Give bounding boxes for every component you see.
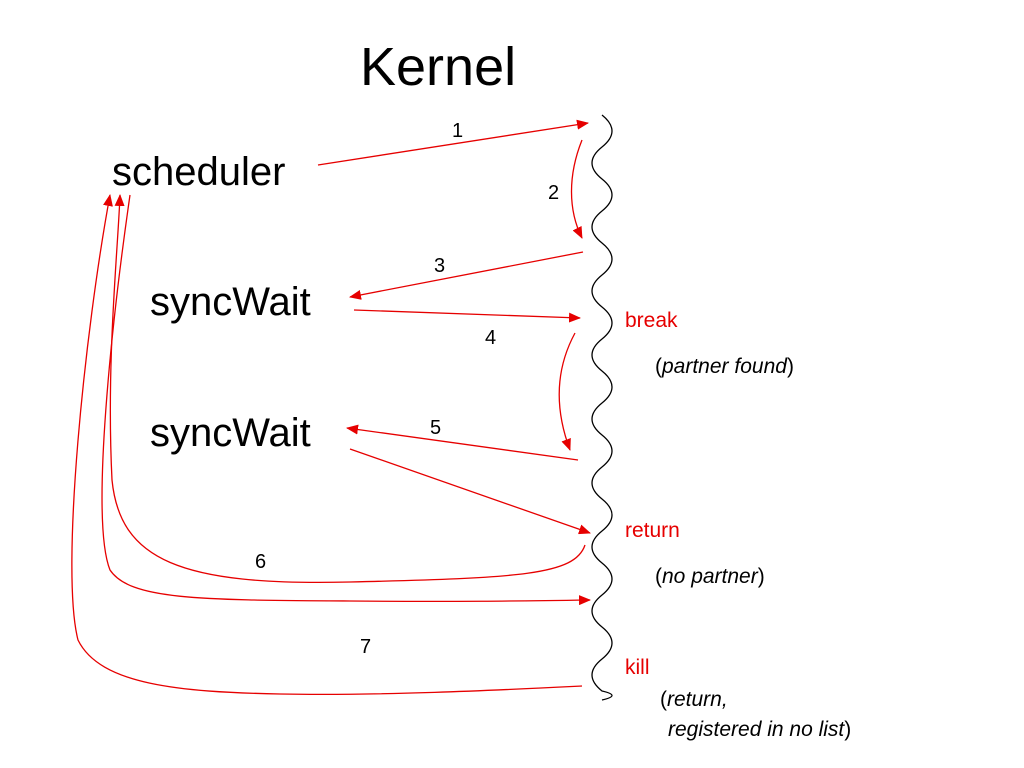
syncwait-label-2: syncWait	[150, 411, 311, 455]
arrow-3-kernel-to-syncwait	[349, 251, 584, 300]
step-label-4: 4	[485, 327, 497, 349]
page-title: Kernel	[360, 37, 517, 97]
outcome-break-note: (partner found)	[655, 355, 794, 378]
outcome-kill-detail-1: return,	[667, 688, 728, 711]
outcome-return-note: (no partner)	[655, 565, 765, 588]
step-label-1: 1	[452, 120, 464, 142]
step-label-6: 6	[255, 551, 267, 573]
syncwait-label-1: syncWait	[150, 280, 311, 324]
outcome-kill-note-line2: registered in no list)	[668, 718, 852, 741]
outcome-kill-label: kill	[625, 656, 650, 679]
outcome-return-detail: no partner	[662, 565, 758, 588]
arrow-5-kernel-to-syncwait	[346, 424, 579, 461]
kernel-boundary-wavy-line	[591, 114, 613, 701]
outcome-break-detail: partner found	[662, 355, 787, 378]
arrow-6-return-to-scheduler	[109, 194, 586, 584]
arrow-4b-kernel-down	[558, 332, 576, 451]
step-label-5: 5	[430, 417, 442, 439]
arrow-2-kernel-down	[570, 139, 583, 239]
outcome-kill-detail-2: registered in no list	[668, 718, 845, 741]
outcome-kill-note-line1: (return,	[660, 688, 728, 711]
step-label-7: 7	[360, 636, 372, 658]
scheduler-label: scheduler	[112, 150, 286, 194]
arrow-6b-scheduler-to-kernel	[101, 194, 591, 606]
outcome-return-label: return	[625, 519, 680, 542]
arrow-1-scheduler-to-kernel	[317, 119, 589, 166]
arrow-7-kill-to-scheduler	[71, 194, 583, 696]
outcome-break-label: break	[625, 309, 678, 332]
step-label-2: 2	[548, 182, 560, 204]
arrow-4-syncwait-to-break	[353, 309, 581, 323]
step-label-3: 3	[434, 255, 446, 277]
arrow-5b-syncwait-to-return	[349, 448, 591, 535]
